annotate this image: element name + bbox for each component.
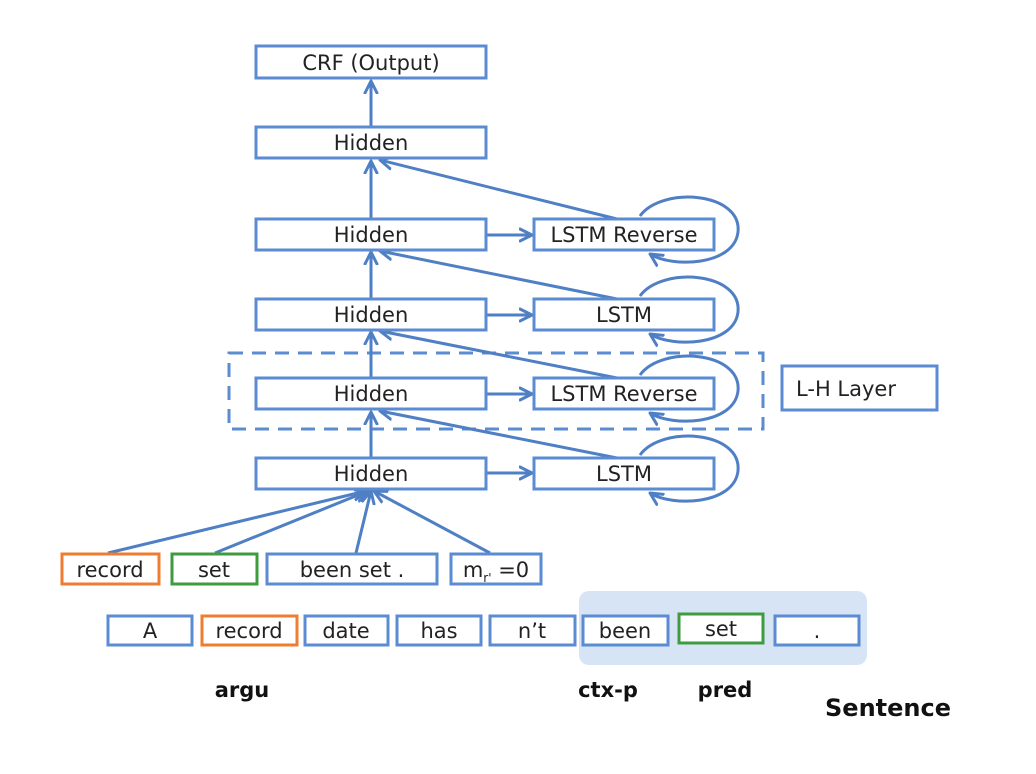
- loop-lstm-upper: [638, 275, 740, 342]
- arrow-argu-to-hidden1: [107, 491, 366, 555]
- token-label: date: [322, 619, 369, 643]
- diagonal-arrows: [380, 160, 618, 460]
- token-box: n’t: [488, 614, 577, 647]
- caption-sentence: Sentence: [825, 694, 951, 722]
- token-label: A: [143, 619, 158, 643]
- horizontal-arrows: [486, 235, 532, 473]
- hidden-layer-2: Hidden: [254, 376, 488, 411]
- feature-mark-label: mr' =0: [463, 558, 529, 585]
- loop-lstm-bottom: [638, 434, 740, 501]
- hidden-layer-3: Hidden: [254, 297, 488, 332]
- lstm-reverse-lh: LSTM Reverse: [532, 376, 716, 411]
- feature-argu: record: [60, 552, 161, 586]
- token-box: record: [200, 614, 299, 647]
- crf-output-label: CRF (Output): [302, 51, 439, 75]
- caption-argu: argu: [215, 678, 270, 702]
- mark-prefix: m: [463, 558, 483, 582]
- feature-pred: set: [170, 552, 259, 586]
- token-label: has: [420, 619, 457, 643]
- token-box: date: [303, 614, 390, 647]
- output-layer: CRF (Output): [254, 44, 488, 80]
- hidden-label: Hidden: [334, 462, 409, 486]
- loop-lstm-reverse-lh: [638, 354, 740, 421]
- token-box: has: [395, 614, 483, 647]
- loop-lstm-reverse-top: [638, 195, 740, 262]
- hidden-label: Hidden: [334, 223, 409, 247]
- hidden-layer-1: Hidden: [254, 456, 488, 491]
- lstm-reverse-top: LSTM Reverse: [532, 217, 716, 252]
- recurrent-loops: [638, 195, 740, 501]
- arrow-lstm-bottom-to-hidden2: [380, 411, 618, 460]
- feature-region-mark: mr' =0: [449, 552, 543, 586]
- lh-layer-label: L-H Layer: [796, 377, 896, 401]
- input-arrows: [107, 491, 491, 555]
- lstm-label: LSTM: [596, 462, 652, 486]
- hidden-label: Hidden: [334, 303, 409, 327]
- hidden-layer-4: Hidden: [254, 217, 488, 252]
- mark-suffix: =0: [492, 558, 530, 582]
- caption-pred: pred: [698, 678, 753, 702]
- lh-layer-legend: L-H Layer: [780, 364, 939, 412]
- feature-pred-label: set: [198, 558, 230, 582]
- lstm-label: LSTM Reverse: [550, 223, 697, 247]
- feature-ctx-label: been set .: [300, 558, 405, 582]
- hidden-label: Hidden: [334, 131, 409, 155]
- feature-ctx: been set .: [265, 552, 439, 586]
- lstm-upper: LSTM: [532, 297, 716, 332]
- mark-subscript: r': [483, 571, 491, 585]
- token-label: n’t: [518, 619, 546, 643]
- feature-argu-label: record: [76, 558, 143, 582]
- arrow-ctx-to-hidden1: [354, 491, 371, 554]
- hidden-layer-5: Hidden: [254, 125, 488, 160]
- token-box: A: [106, 614, 194, 647]
- lstm-label: LSTM: [596, 303, 652, 327]
- arrow-lstm-upper-to-hidden4: [380, 251, 618, 301]
- caption-ctx-p: ctx-p: [578, 678, 638, 702]
- token-label: set: [705, 617, 737, 641]
- sentence-tokens: A record date has n’t been set .: [106, 612, 861, 647]
- token-box: been: [581, 614, 670, 647]
- token-label: been: [599, 619, 651, 643]
- lstm-label: LSTM Reverse: [550, 382, 697, 406]
- arrow-pred-to-hidden1: [214, 491, 368, 555]
- lstm-bottom: LSTM: [532, 456, 716, 491]
- token-box: set: [677, 612, 765, 645]
- arrow-mark-to-hidden1: [374, 491, 491, 555]
- token-label: .: [814, 619, 821, 643]
- hidden-label: Hidden: [334, 382, 409, 406]
- token-box: .: [773, 614, 861, 647]
- arrow-lstm-reverse-lh-to-hidden3: [380, 331, 618, 380]
- arrow-lstm-reverse-top-to-hidden5: [380, 160, 618, 221]
- token-label: record: [215, 619, 282, 643]
